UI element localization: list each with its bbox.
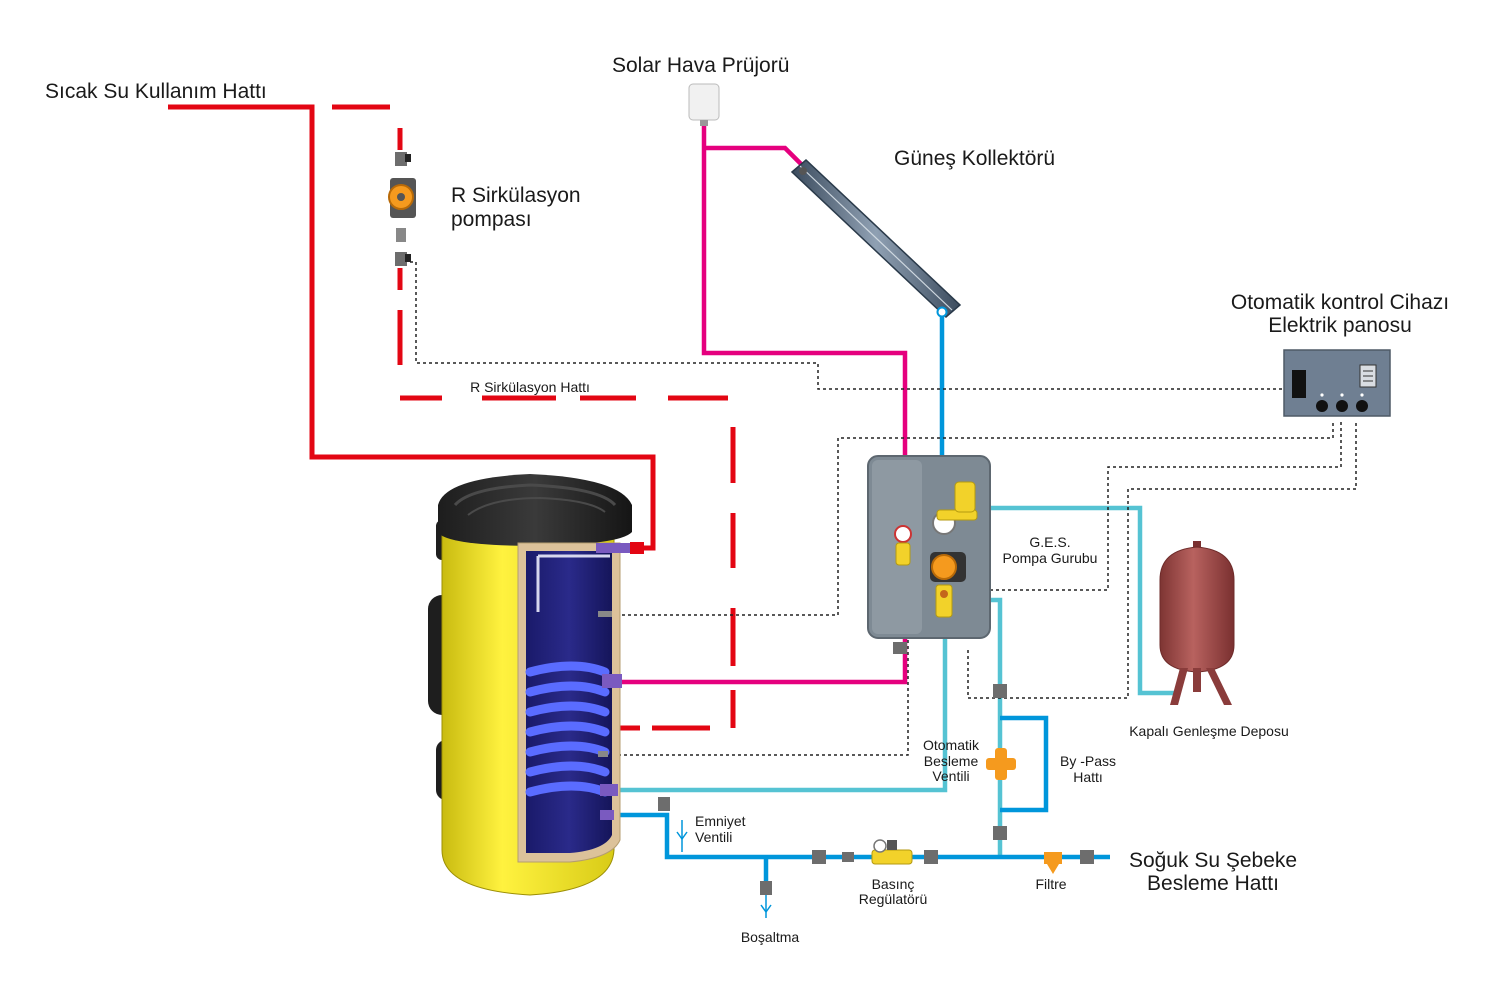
label-expansion-tank: Kapalı Genleşme Deposu bbox=[1129, 723, 1289, 739]
wire-ges-pump bbox=[966, 420, 1342, 591]
label-safety-valve-2: Ventili bbox=[695, 829, 732, 845]
label-recirc-pump-2: pompası bbox=[451, 208, 532, 231]
label-bypass-1: By -Pass bbox=[1060, 753, 1116, 769]
ges-pump-group bbox=[867, 455, 991, 654]
label-pressure-reg-2: Regülatörü bbox=[859, 891, 928, 907]
expansion-pipe bbox=[970, 505, 1175, 696]
drain-funnel-icon bbox=[760, 904, 772, 914]
label-auto-fill-3: Ventili bbox=[932, 768, 969, 784]
label-recirc-line: R Sirkülasyon Hattı bbox=[470, 379, 590, 395]
cold-water-pipe bbox=[612, 812, 1110, 860]
label-pressure-reg-1: Basınç bbox=[872, 876, 915, 892]
boiler-tank bbox=[428, 474, 644, 896]
label-cold-water-2: Besleme Hattı bbox=[1147, 872, 1279, 895]
label-safety-valve-1: Emniyet bbox=[695, 813, 746, 829]
label-cold-water-1: Soğuk Su Şebeke bbox=[1129, 849, 1297, 872]
label-ges-1: G.E.S. bbox=[1029, 534, 1070, 550]
label-ges-2: Pompa Gurubu bbox=[1003, 550, 1098, 566]
label-recirc-pump-1: R Sirkülasyon bbox=[451, 184, 581, 207]
filter-icon bbox=[1044, 852, 1062, 874]
auto-fill-valve-icon bbox=[986, 748, 1016, 780]
label-drain: Boşaltma bbox=[741, 929, 800, 945]
expansion-tank bbox=[1159, 541, 1235, 705]
solar-vent-pipe bbox=[704, 145, 807, 170]
recirc-pump bbox=[388, 152, 416, 266]
label-bypass-2: Hattı bbox=[1073, 769, 1103, 785]
label-filter: Filtre bbox=[1035, 876, 1066, 892]
label-solar-air-vent: Solar Hava Prüjorü bbox=[612, 54, 789, 77]
pressure-regulator-icon bbox=[871, 839, 913, 865]
ball-valve-icons bbox=[658, 684, 1094, 895]
label-solar-collector: Güneş Kollektörü bbox=[894, 147, 1055, 170]
label-auto-fill-2: Besleme bbox=[924, 753, 979, 769]
label-auto-fill-1: Otomatik bbox=[923, 737, 980, 753]
recirculation-pipe bbox=[332, 104, 736, 731]
label-controller-1: Otomatik kontrol Cihazı bbox=[1231, 291, 1449, 314]
solar-collector bbox=[790, 158, 962, 319]
label-hot-water-line: Sıcak Su Kullanım Hattı bbox=[45, 80, 267, 103]
solar-hot-pipe bbox=[622, 122, 908, 685]
wire-tank-sensor-top bbox=[610, 420, 1334, 616]
safety-funnel-icon bbox=[676, 831, 688, 841]
label-controller-2: Elektrik panosu bbox=[1268, 314, 1412, 337]
wire-auto-fill bbox=[967, 420, 1357, 699]
ges-return-pipe bbox=[615, 612, 948, 793]
wire-pump-to-controller bbox=[410, 261, 1284, 390]
controller-panel bbox=[1283, 349, 1391, 417]
bypass-pipe bbox=[1000, 715, 1049, 813]
hot-water-pipe bbox=[168, 104, 656, 551]
solar-air-vent-icon bbox=[688, 83, 720, 126]
